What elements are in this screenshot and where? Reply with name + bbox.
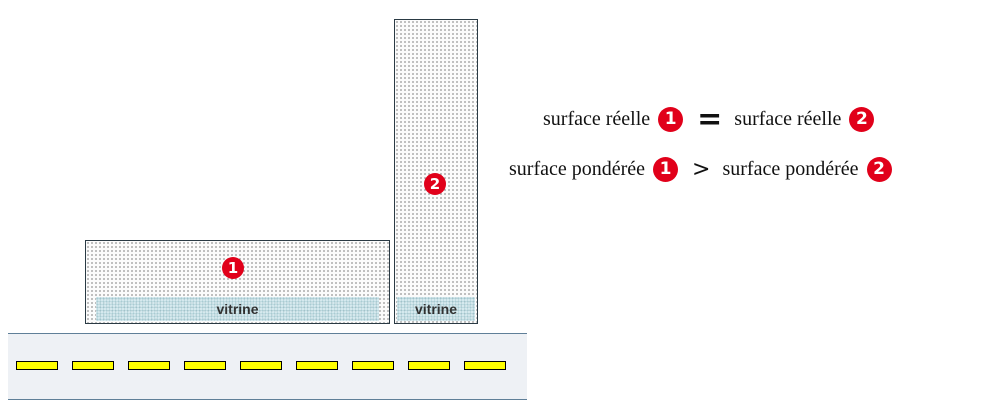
road-marking-dash — [72, 361, 114, 370]
road-marking-dash — [240, 361, 282, 370]
road-marking-dash — [184, 361, 226, 370]
road-marking-dash — [464, 361, 506, 370]
road-marking-dash — [16, 361, 58, 370]
left-badge: 1 — [653, 157, 679, 182]
greater-than-operator: > — [692, 157, 711, 182]
left-badge: 1 — [658, 107, 684, 132]
shop-1-number-badge: 1 — [222, 257, 244, 279]
road-marking-dash — [408, 361, 450, 370]
shop-2-number-badge: 2 — [424, 173, 446, 195]
right-badge: 2 — [866, 157, 892, 182]
comparison-line-surface-reelle: surface réelle 1 = surface réelle 2 — [543, 102, 875, 137]
road-marking-dash — [296, 361, 338, 370]
left-label: surface pondérée — [509, 158, 646, 180]
road-marking-dash — [352, 361, 394, 370]
right-label: surface pondérée — [722, 158, 859, 180]
right-badge: 2 — [849, 107, 875, 132]
road-marking-dash — [128, 361, 170, 370]
shop-1: 1 vitrine — [85, 240, 390, 324]
shop-2-vitrine-label: vitrine — [414, 301, 457, 317]
shop-2: 2 vitrine — [394, 19, 478, 324]
comparison-line-surface-ponderee: surface pondérée 1 > surface pondérée 2 — [509, 157, 892, 182]
shop-1-vitrine: vitrine — [96, 297, 379, 321]
shop-2-vitrine: vitrine — [397, 297, 475, 321]
left-label: surface réelle — [543, 108, 651, 130]
right-label: surface réelle — [734, 108, 842, 130]
equals-operator: = — [697, 102, 723, 137]
street — [8, 333, 527, 400]
shop-1-vitrine-label: vitrine — [216, 301, 259, 317]
